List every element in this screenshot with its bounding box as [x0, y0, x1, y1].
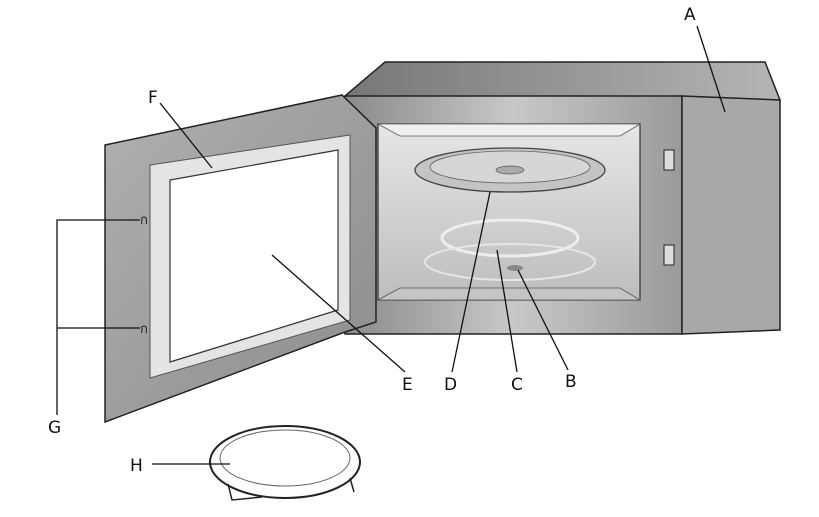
door: ก ก [104, 94, 377, 424]
roller-ring [440, 218, 580, 258]
control-panel [681, 95, 781, 335]
label-f: F [148, 88, 158, 108]
turntable-shaft [507, 265, 523, 271]
leader-lines [56, 25, 726, 465]
turntable-support-ring [209, 425, 361, 501]
label-d: D [444, 375, 457, 395]
label-a: A [684, 5, 696, 25]
door-hook-icon: ก [140, 213, 148, 228]
label-e: E [402, 375, 413, 395]
label-b: B [565, 372, 577, 392]
door-window [169, 149, 339, 363]
microwave-body [344, 61, 782, 335]
label-g: G [48, 418, 61, 438]
door-latch-hole [663, 244, 675, 266]
door-hook-icon: ก [140, 322, 148, 337]
door-latch-hole [663, 149, 675, 171]
label-c: C [511, 375, 523, 395]
label-h: H [130, 456, 143, 476]
